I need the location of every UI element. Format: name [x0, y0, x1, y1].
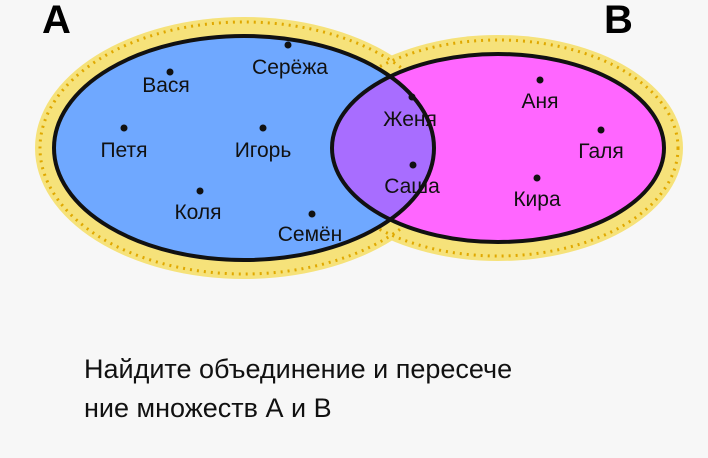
set-element: Женя [383, 93, 437, 131]
element-name: Галя [578, 140, 624, 163]
element-dot [533, 174, 541, 182]
element-name: Коля [174, 201, 221, 224]
set-element: Коля [174, 187, 222, 224]
set-element: Игорь [235, 124, 292, 162]
task-caption-line-1: Найдите объединение и пересече [84, 354, 513, 384]
element-dot [536, 76, 544, 84]
element-name: Кира [513, 188, 561, 211]
element-dot [196, 187, 204, 195]
set-b-label: B [604, 0, 633, 42]
set-element: Вася [142, 68, 190, 97]
element-dot [120, 124, 128, 132]
element-dot [408, 93, 416, 101]
element-dot [308, 210, 316, 218]
set-element: Саша [384, 161, 440, 198]
element-name: Вася [142, 74, 190, 97]
element-dot [597, 126, 605, 134]
element-name: Серёжа [252, 56, 328, 79]
element-name: Петя [100, 139, 147, 162]
element-name: Аня [522, 90, 559, 113]
element-name: Женя [383, 108, 437, 131]
set-a-outline [52, 34, 436, 262]
element-dot [284, 41, 292, 49]
set-element: Галя [578, 126, 624, 163]
task-caption-line-2: ние множеств А и В [84, 393, 332, 423]
element-dot [166, 68, 174, 76]
element-name: Семён [278, 223, 343, 246]
element-name: Игорь [235, 139, 292, 162]
set-element: Семён [278, 210, 343, 246]
halo-dots-b [316, 38, 680, 258]
set-element: Серёжа [252, 41, 328, 79]
set-element: Кира [513, 174, 561, 211]
set-a-label: A [42, 0, 71, 42]
element-dot [259, 124, 267, 132]
set-b-outline [330, 52, 666, 244]
set-a-region [54, 36, 434, 260]
set-element: Петя [100, 124, 148, 162]
element-dot [409, 161, 417, 169]
set-element: Аня [522, 76, 559, 113]
element-name: Саша [384, 175, 440, 198]
